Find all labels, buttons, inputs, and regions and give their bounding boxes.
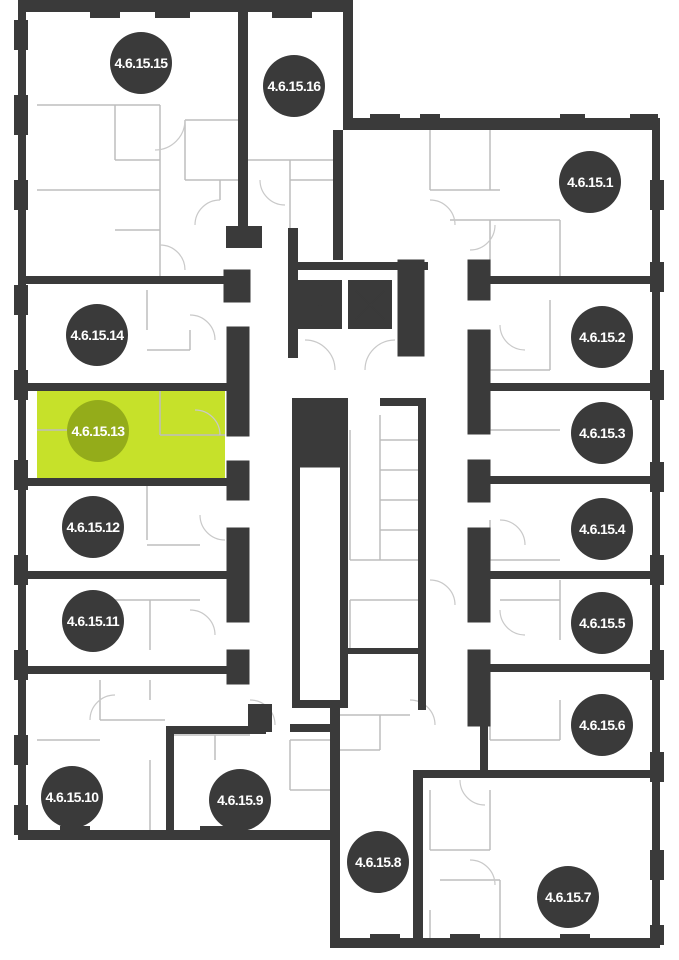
unit-badge-circle [41, 766, 103, 828]
unit-badges: 4.6.15.1 4.6.15.2 4.6.15.3 4.6.15.4 4.6.15.5… [41, 32, 633, 928]
unit-badge-circle [571, 694, 633, 756]
unit-badge-circle [263, 55, 325, 117]
unit-number-label: 4.6.15.9 [217, 792, 264, 808]
unit-badge-circle [571, 592, 633, 654]
unit-badge-u1[interactable]: 4.6.15.1 [559, 151, 621, 213]
unit-badge-u15[interactable]: 4.6.15.15 [110, 32, 172, 94]
unit-badge-u11[interactable]: 4.6.15.11 [62, 590, 124, 652]
unit-badge-circle [110, 32, 172, 94]
unit-number-label: 4.6.15.8 [355, 854, 402, 870]
unit-badge-circle [62, 496, 124, 558]
unit-badge-circle [571, 402, 633, 464]
unit-badge-u7[interactable]: 4.6.15.7 [537, 866, 599, 928]
unit-badge-u6[interactable]: 4.6.15.6 [571, 694, 633, 756]
unit-badge-u9[interactable]: 4.6.15.9 [209, 769, 271, 831]
unit-badge-u2[interactable]: 4.6.15.2 [571, 306, 633, 368]
unit-number-label: 4.6.15.13 [72, 423, 126, 439]
unit-badge-circle [67, 400, 129, 462]
unit-number-label: 4.6.15.16 [268, 78, 322, 94]
unit-number-label: 4.6.15.4 [579, 521, 626, 537]
unit-number-label: 4.6.15.11 [67, 613, 120, 629]
unit-number-label: 4.6.15.14 [71, 327, 125, 343]
unit-badge-u16[interactable]: 4.6.15.16 [263, 55, 325, 117]
unit-number-label: 4.6.15.15 [115, 55, 169, 71]
unit-badge-u12[interactable]: 4.6.15.12 [62, 496, 124, 558]
unit-number-label: 4.6.15.2 [579, 329, 626, 345]
unit-badge-u4[interactable]: 4.6.15.4 [571, 498, 633, 560]
unit-number-label: 4.6.15.12 [67, 519, 121, 535]
unit-badge-u14[interactable]: 4.6.15.14 [66, 304, 128, 366]
unit-badge-u10[interactable]: 4.6.15.10 [41, 766, 103, 828]
unit-badge-circle [571, 306, 633, 368]
unit-number-label: 4.6.15.3 [579, 425, 626, 441]
unit-badge-circle [347, 831, 409, 893]
unit-badge-u3[interactable]: 4.6.15.3 [571, 402, 633, 464]
unit-badge-u8[interactable]: 4.6.15.8 [347, 831, 409, 893]
unit-number-label: 4.6.15.5 [579, 615, 626, 631]
unit-badge-u5[interactable]: 4.6.15.5 [571, 592, 633, 654]
unit-number-label: 4.6.15.1 [567, 174, 614, 190]
unit-badge-circle [559, 151, 621, 213]
unit-badge-circle [62, 590, 124, 652]
walls [14, 0, 664, 948]
unit-number-label: 4.6.15.7 [545, 889, 592, 905]
unit-badge-u13[interactable]: 4.6.15.13 [67, 400, 129, 462]
elevator-icons [304, 289, 386, 461]
unit-badge-circle [571, 498, 633, 560]
unit-badge-circle [66, 304, 128, 366]
door-swings [89, 119, 526, 886]
unit-badge-circle [537, 866, 599, 928]
unit-badge-circle [209, 769, 271, 831]
unit-number-label: 4.6.15.6 [579, 717, 626, 733]
unit-number-label: 4.6.15.10 [46, 789, 100, 805]
